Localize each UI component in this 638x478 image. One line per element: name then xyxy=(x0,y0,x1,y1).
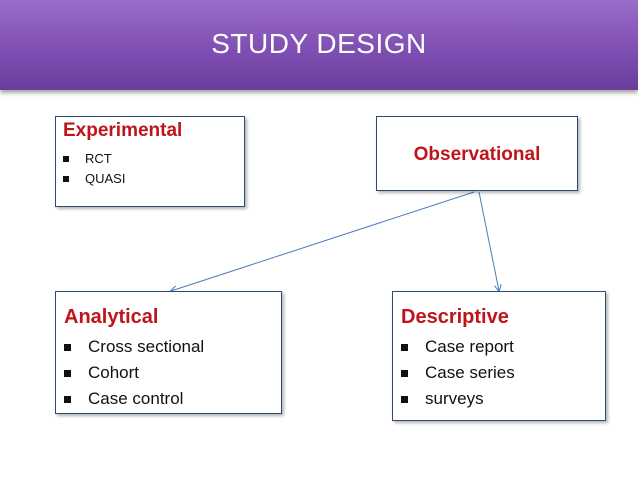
descriptive-box: Descriptive Case report Case series surv… xyxy=(392,291,606,421)
experimental-heading: Experimental xyxy=(63,120,183,141)
list-item: Cohort xyxy=(64,360,204,386)
analytical-heading: Analytical xyxy=(64,306,159,328)
bullet-square-icon xyxy=(401,370,408,377)
arrow-observational-to-analytical xyxy=(171,191,475,291)
experimental-list: RCT QUASI xyxy=(63,149,125,189)
analytical-box: Analytical Cross sectional Cohort Case c… xyxy=(55,291,282,414)
bullet-square-icon xyxy=(64,370,71,377)
list-item: Case control xyxy=(64,386,204,412)
descriptive-list: Case report Case series surveys xyxy=(401,334,515,412)
bullet-square-icon xyxy=(64,396,71,403)
list-item: Cross sectional xyxy=(64,334,204,360)
bullet-square-icon xyxy=(63,156,69,162)
title-bar: STUDY DESIGN xyxy=(0,0,638,90)
list-item: Case series xyxy=(401,360,515,386)
bullet-square-icon xyxy=(63,176,69,182)
list-item: surveys xyxy=(401,386,515,412)
arrow-observational-to-descriptive xyxy=(478,191,499,291)
experimental-box: Experimental RCT QUASI xyxy=(55,116,245,207)
list-item: RCT xyxy=(63,149,125,169)
bullet-square-icon xyxy=(401,396,408,403)
analytical-list: Cross sectional Cohort Case control xyxy=(64,334,204,412)
list-item: Case report xyxy=(401,334,515,360)
bullet-square-icon xyxy=(401,344,408,351)
observational-heading: Observational xyxy=(413,144,541,165)
list-item: QUASI xyxy=(63,169,125,189)
descriptive-heading: Descriptive xyxy=(401,306,509,328)
observational-box: Observational xyxy=(376,116,578,191)
slide-title: STUDY DESIGN xyxy=(211,28,427,59)
bullet-square-icon xyxy=(64,344,71,351)
